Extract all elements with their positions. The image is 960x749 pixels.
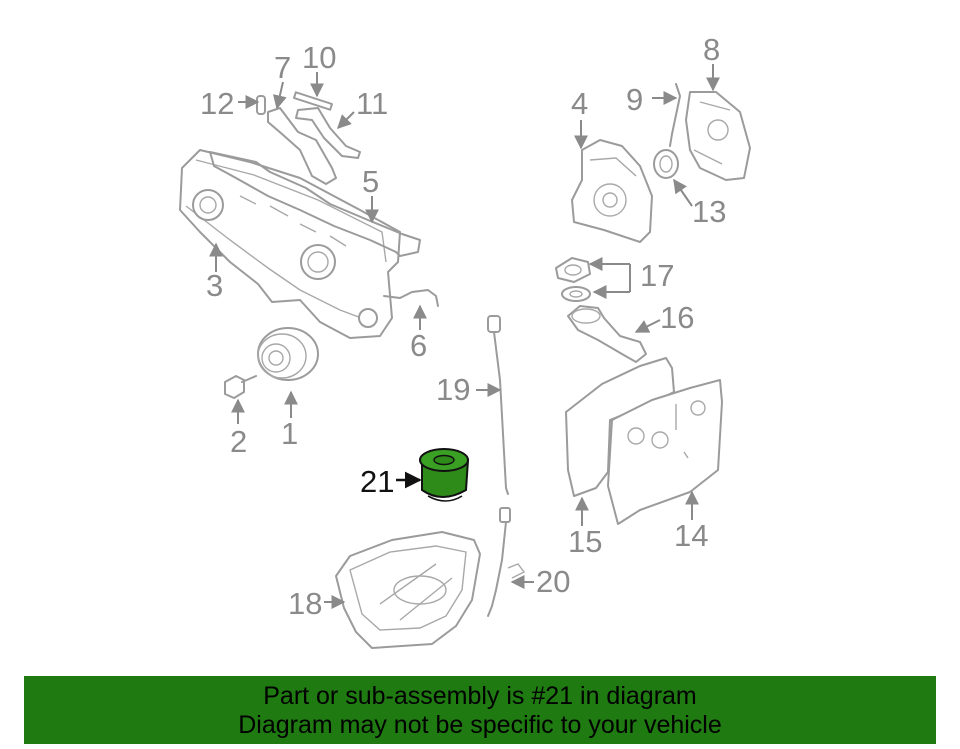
part-14-valve-cover (607, 379, 723, 525)
label-6: 6 (410, 328, 427, 363)
part-13-seal (653, 149, 679, 179)
label-14: 14 (674, 518, 708, 553)
part-labels: 12 7 10 11 5 3 6 1 2 4 8 9 13 17 16 19 1… (200, 32, 726, 621)
label-13: 13 (692, 194, 726, 229)
label-2: 2 (230, 424, 247, 459)
part-5-cover-gasket (209, 151, 421, 257)
banner-line-1: Part or sub-assembly is #21 in diagram (263, 682, 697, 710)
label-9: 9 (626, 82, 643, 117)
part-12-pin (256, 95, 266, 115)
label-15: 15 (568, 524, 602, 559)
part-7-bracket (267, 107, 337, 185)
label-19: 19 (436, 372, 470, 407)
label-1: 1 (281, 416, 298, 451)
label-11: 11 (356, 86, 388, 121)
label-4: 4 (571, 86, 588, 121)
part-4-cam-cover (571, 139, 653, 243)
part-9-strip (669, 83, 681, 147)
part-6-breather-tube (383, 289, 439, 307)
part-8-rear-cover (685, 91, 751, 181)
label-10: 10 (302, 40, 336, 75)
label-18: 18 (288, 586, 322, 621)
leader-arrows (209, 64, 720, 609)
part-18-oil-pan (335, 531, 481, 649)
label-21: 21 (360, 464, 394, 499)
part-17-gasket-lower (561, 286, 591, 302)
label-8: 8 (703, 32, 720, 67)
part-21-oil-filter (419, 448, 470, 502)
part-2-bolt (224, 375, 257, 399)
banner-line-2: Diagram may not be specific to your vehi… (238, 711, 722, 739)
part-20-dipstick-tube (487, 507, 526, 617)
part-17-cap-upper (555, 257, 591, 283)
part-3-timing-cover (179, 149, 401, 339)
part-1-crank-pulley (257, 327, 319, 381)
label-7: 7 (274, 50, 291, 85)
part-10-strip (293, 91, 333, 111)
info-banner: Part or sub-assembly is #21 in diagram D… (24, 676, 936, 744)
label-12: 12 (200, 86, 234, 121)
part-11-bracket (295, 107, 361, 159)
part-16-filler-neck (567, 305, 647, 363)
label-16: 16 (660, 300, 694, 335)
part-19-dipstick (487, 315, 509, 495)
label-5: 5 (362, 164, 379, 199)
label-20: 20 (536, 564, 570, 599)
label-3: 3 (206, 268, 223, 303)
label-17: 17 (640, 258, 674, 293)
